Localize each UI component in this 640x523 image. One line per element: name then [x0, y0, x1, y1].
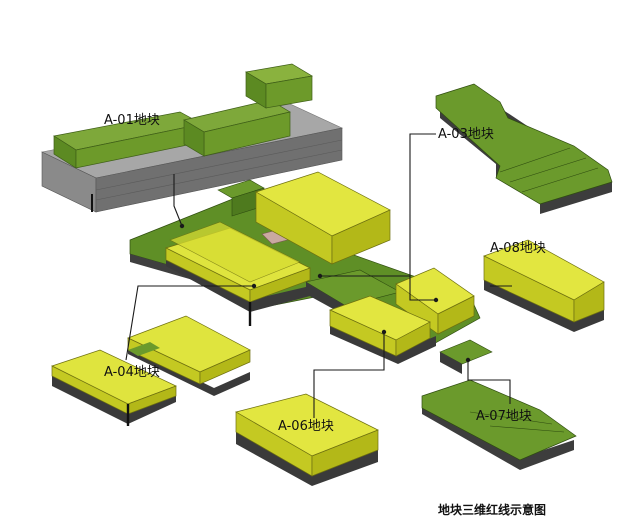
- leader-a01: [173, 174, 183, 227]
- label-a04: A-04地块: [104, 365, 160, 380]
- yellow-main-side: [249, 267, 311, 303]
- block-yellow-middle: [329, 295, 436, 364]
- yellow-middle-base: [330, 322, 436, 364]
- block-a01: [41, 63, 343, 213]
- labels: A-01地块 A-03地块 A-04地块 A-06地块 A-07地块 A-08地…: [104, 113, 546, 517]
- yellow-midright-side: [437, 295, 475, 335]
- label-a06: A-06地块: [278, 419, 334, 434]
- block-yellow-main: [165, 221, 311, 326]
- a06-side: [311, 429, 379, 477]
- a04-right-side: [199, 349, 251, 385]
- block-a08: [483, 239, 605, 332]
- leader-lines: [125, 133, 512, 418]
- central-strip-side: [306, 282, 346, 316]
- leader-a06: [313, 332, 385, 418]
- label-a01: A-01地块: [104, 113, 160, 128]
- a06-base: [236, 432, 378, 486]
- a08-side: [573, 281, 605, 323]
- block-a04: [51, 315, 251, 426]
- yellow-main-upper: [169, 221, 301, 283]
- leader-a03-branch: [409, 276, 436, 301]
- block-yellow-tower: [255, 171, 391, 265]
- label-a07: A-07地块: [476, 409, 532, 424]
- block-a03: [435, 83, 613, 214]
- diagram-caption: 地块三维红线示意图: [438, 502, 546, 517]
- block-a07: [421, 339, 577, 470]
- yellow-main-base: [166, 254, 310, 312]
- leader-a03: [320, 133, 436, 277]
- a03-top: [435, 83, 613, 205]
- leader-a04: [125, 285, 254, 361]
- yellow-tower-side: [331, 209, 391, 265]
- a01-podium-side: [95, 127, 343, 213]
- a01-tower-side: [265, 75, 313, 109]
- a07-small-side: [440, 352, 462, 374]
- label-a08: A-08地块: [490, 241, 546, 256]
- a04-green-pad: [128, 342, 160, 356]
- yellow-middle-side: [395, 321, 431, 357]
- block-a06: [235, 393, 379, 486]
- a04-base: [52, 374, 176, 424]
- a01-green-mid-front: [183, 119, 205, 157]
- leader-a07: [467, 360, 511, 404]
- label-a03: A-03地块: [438, 127, 494, 142]
